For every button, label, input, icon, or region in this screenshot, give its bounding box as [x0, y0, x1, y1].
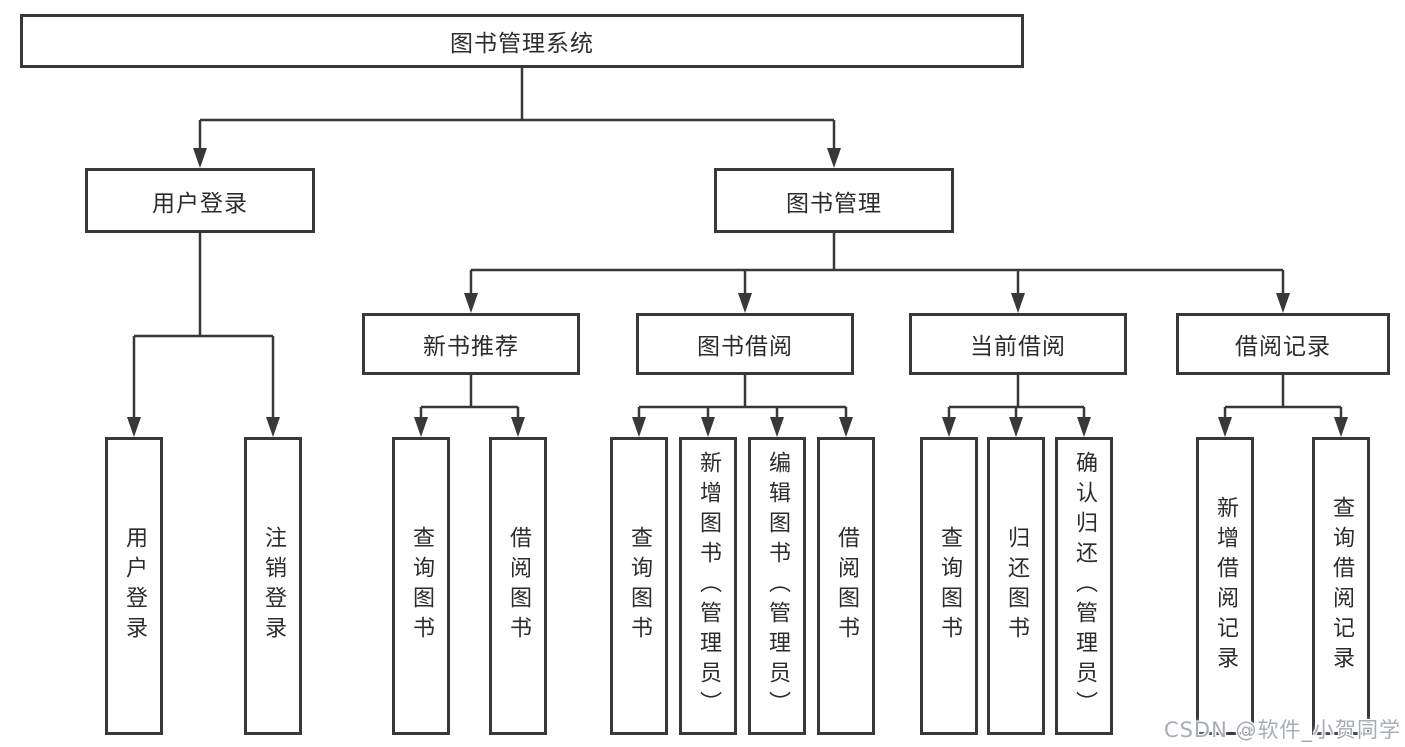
leaf-label: 确认归还（管理员）: [1072, 451, 1097, 721]
leaf-nb-borrow-book: 借阅图书: [489, 437, 547, 735]
leaf-label: 查询图书: [409, 526, 434, 646]
leaf-label: 借阅图书: [506, 526, 531, 646]
leaf-cb-confirm-return-admin: 确认归还（管理员）: [1055, 437, 1113, 735]
node-label: 用户登录: [152, 190, 248, 217]
leaf-label: 查询借阅记录: [1329, 496, 1354, 676]
node-label: 当前借阅: [970, 334, 1066, 360]
node-book-management: 图书管理: [714, 168, 954, 233]
leaf-label: 查询图书: [937, 526, 962, 646]
leaf-br-query-record: 查询借阅记录: [1312, 437, 1370, 735]
leaf-bb-borrow-book: 借阅图书: [817, 437, 875, 735]
leaf-bb-add-book-admin: 新增图书（管理员）: [679, 437, 737, 735]
csdn-watermark: CSDN @软件_小贺同学: [1163, 718, 1401, 742]
node-label: 借阅记录: [1235, 334, 1331, 360]
node-book-borrow: 图书借阅: [636, 313, 854, 375]
node-user-login: 用户登录: [85, 168, 315, 233]
leaf-label: 编辑图书（管理员）: [765, 451, 790, 721]
node-label: 图书管理: [786, 190, 882, 217]
leaf-br-add-record: 新增借阅记录: [1196, 437, 1254, 735]
leaf-logout: 注销登录: [244, 437, 302, 735]
node-label: 新书推荐: [423, 334, 519, 360]
leaf-bb-edit-book-admin: 编辑图书（管理员）: [748, 437, 806, 735]
leaf-label: 归还图书: [1004, 526, 1029, 646]
leaf-user-login: 用户登录: [105, 437, 163, 735]
leaf-bb-query-book: 查询图书: [610, 437, 668, 735]
node-new-book-recommend: 新书推荐: [362, 313, 580, 375]
node-current-borrow: 当前借阅: [909, 313, 1127, 375]
leaf-label: 借阅图书: [834, 526, 859, 646]
node-label: 图书借阅: [697, 334, 793, 360]
leaf-label: 新增图书（管理员）: [696, 451, 721, 721]
node-label: 图书管理系统: [450, 31, 594, 57]
node-borrow-records: 借阅记录: [1176, 313, 1390, 375]
leaf-label: 新增借阅记录: [1213, 496, 1238, 676]
leaf-cb-query-book: 查询图书: [920, 437, 978, 735]
node-system-root: 图书管理系统: [20, 14, 1024, 68]
leaf-label: 用户登录: [122, 526, 147, 646]
leaf-nb-query-book: 查询图书: [392, 437, 450, 735]
leaf-cb-return-book: 归还图书: [987, 437, 1045, 735]
leaf-label: 查询图书: [627, 526, 652, 646]
leaf-label: 注销登录: [261, 526, 286, 646]
